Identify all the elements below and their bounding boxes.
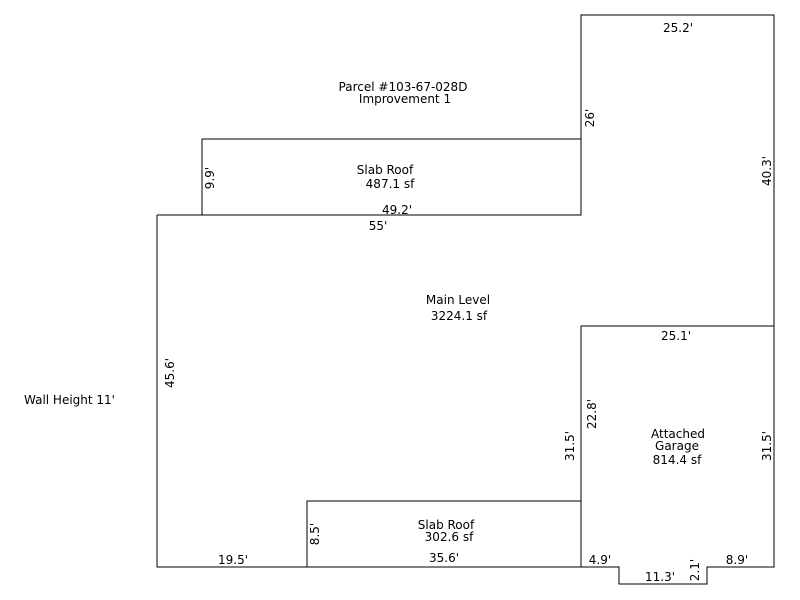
dim-garage-bottom-left: 4.9' — [589, 553, 611, 567]
wall-height-label: Wall Height 11' — [24, 393, 115, 407]
dim-main-left: 45.6' — [163, 358, 177, 388]
parcel-title: Parcel #103-67-028D — [339, 80, 468, 94]
garage-outline — [580, 325, 775, 585]
dim-garage-top: 25.1' — [661, 329, 691, 343]
main-level-area: 3224.1 sf — [431, 309, 488, 323]
dim-main-top: 55' — [369, 219, 388, 233]
garage-area: 814.4 sf — [653, 453, 702, 467]
outline-lines — [156, 14, 775, 585]
dim-upper-vertical: 26' — [583, 109, 597, 128]
dim-slab-upper-height: 9.9' — [203, 167, 217, 189]
dim-slab-lower-width: 35.6' — [429, 551, 459, 565]
dim-garage-inner-lower: 31.5' — [563, 431, 577, 461]
upper-block-outline — [580, 14, 775, 326]
parcel-improvement: Improvement 1 — [359, 92, 451, 106]
garage-label-2: Garage — [655, 439, 699, 453]
dim-slab-upper-width: 49.2' — [382, 203, 412, 217]
main-level-left-outline — [156, 215, 307, 568]
dim-garage-right: 31.5' — [760, 431, 774, 461]
main-level-label: Main Level — [426, 293, 490, 307]
dim-garage-bump-width: 11.3' — [645, 570, 675, 584]
garage-label: Attached — [651, 427, 705, 441]
slab-roof-upper-label: Slab Roof — [357, 163, 414, 177]
dim-garage-inner-upper: 22.8' — [585, 399, 599, 429]
slab-roof-upper-area: 487.1 sf — [366, 177, 415, 191]
slab-roof-lower-area: 302.6 sf — [425, 530, 474, 544]
dim-garage-bump-depth: 2.1' — [688, 559, 702, 581]
dim-top-width: 25.2' — [663, 21, 693, 35]
dim-right-upper: 40.3' — [760, 156, 774, 186]
dim-garage-bottom-right: 8.9' — [726, 553, 748, 567]
slab-roof-lower-label: Slab Roof — [418, 518, 475, 532]
dim-slab-lower-height: 8.5' — [308, 523, 322, 545]
dim-bottom-left: 19.5' — [218, 553, 248, 567]
